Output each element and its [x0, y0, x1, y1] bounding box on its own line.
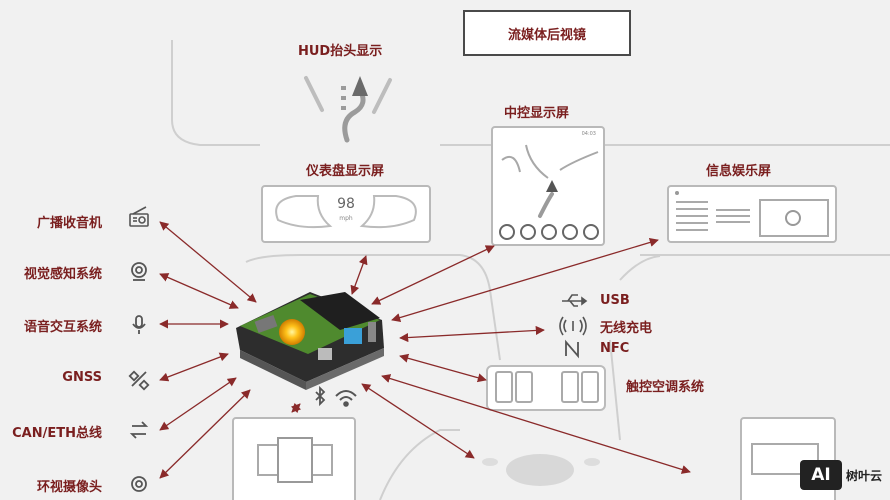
- infotainment-display: [667, 185, 837, 243]
- vision-label: 视觉感知系统: [23, 267, 102, 282]
- watermark-text: 树叶云: [845, 468, 882, 483]
- usb-label: USB: [600, 293, 630, 308]
- touch-ac-panel: [486, 365, 606, 411]
- center-time: 04:03: [582, 131, 596, 137]
- camera-icon: [131, 476, 147, 492]
- watermark: AI 树叶云: [799, 460, 882, 490]
- nfc-label: NFC: [600, 341, 630, 356]
- cluster-label: 仪表盘显示屏: [306, 164, 385, 179]
- connection-arrows: [159, 221, 691, 479]
- hud-label: HUD抬头显示: [298, 44, 383, 59]
- cluster-unit: mph: [339, 215, 353, 222]
- lower-left-display: [232, 417, 356, 500]
- gnss-label: GNSS: [62, 370, 102, 385]
- bluetooth-icon: [315, 385, 326, 407]
- touch-ac-label: 触控空调系统: [626, 380, 705, 395]
- center-display: 04:03: [491, 126, 605, 246]
- satellite-icon: [128, 370, 150, 391]
- streaming-mirror-label: 流媒体后视镜: [507, 27, 586, 43]
- hud-road-graphic: [304, 76, 392, 143]
- cluster-display: 98 mph: [261, 185, 431, 243]
- surround-camera-label: 环视摄像头: [36, 480, 102, 495]
- can-eth-label: CAN/ETH总线: [12, 426, 102, 441]
- nfc-icon: [565, 339, 579, 359]
- usb-icon: [562, 294, 588, 307]
- control-knob: [482, 454, 600, 486]
- wifi-icon: [335, 390, 357, 407]
- radio-label: 广播收音机: [36, 216, 102, 231]
- watermark-logo: AI: [799, 460, 842, 490]
- wireless-charging-icon: [559, 316, 587, 336]
- domain-controller-module: [236, 292, 384, 390]
- streaming-mirror-box: 流媒体后视镜: [463, 10, 631, 56]
- infotainment-label: 信息娱乐屏: [706, 164, 772, 179]
- webcam-icon: [131, 262, 147, 281]
- wireless-charging-label: 无线充电: [600, 321, 653, 336]
- cluster-speed: 98: [337, 196, 355, 212]
- bus-arrows-icon: [129, 421, 149, 439]
- radio-icon: [129, 206, 149, 227]
- center-display-label: 中控显示屏: [504, 106, 570, 121]
- voice-label: 语音交互系统: [23, 320, 102, 335]
- microphone-icon: [132, 315, 146, 334]
